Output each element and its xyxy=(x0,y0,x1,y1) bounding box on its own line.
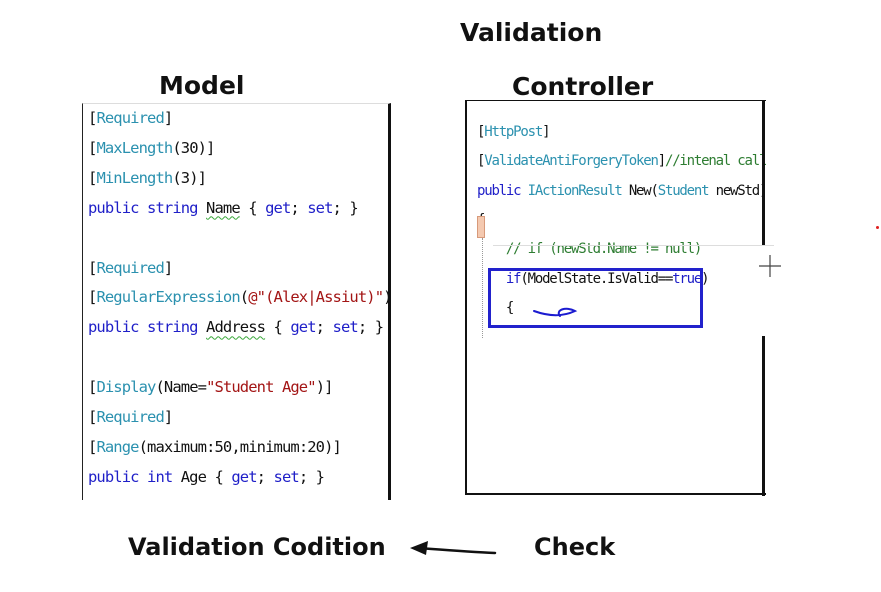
code-token: ] xyxy=(163,408,173,426)
code-token: [ xyxy=(88,408,97,426)
code-line: if(ModelState.IsValid==true) xyxy=(477,270,710,287)
code-line: [MinLength(3)] xyxy=(88,168,207,187)
code-token: [ xyxy=(88,168,97,187)
code-token: get xyxy=(290,318,316,337)
code-token: //intenal calling o xyxy=(664,153,766,170)
code-token: New( xyxy=(621,182,659,199)
code-token: Required xyxy=(96,408,164,426)
code-token: newStd) xyxy=(708,182,766,199)
editor-gutter-line xyxy=(482,238,484,338)
code-token: IActionResult xyxy=(527,182,623,199)
editor-guide-line xyxy=(493,245,774,246)
check-to-condition-arrow-icon xyxy=(416,546,497,555)
code-line: [Display(Name="Student Age")] xyxy=(88,378,333,396)
code-token: ] xyxy=(542,124,550,140)
code-token: (30)] xyxy=(172,138,215,157)
code-token: public string xyxy=(88,198,207,217)
code-line: [Required] xyxy=(88,408,173,426)
arrow-head-icon xyxy=(410,541,428,555)
code-line: [RegularExpression(@"(Alex|Assiut)")] xyxy=(88,288,391,307)
code-token: [ xyxy=(477,153,485,170)
code-token: ] xyxy=(163,258,173,277)
code-token: ; xyxy=(315,318,333,337)
validation-condition-label: Validation Codition xyxy=(128,533,386,561)
code-token: get xyxy=(231,467,257,486)
code-token: { xyxy=(239,198,266,217)
modelstate-highlight-box xyxy=(488,268,703,328)
code-token: ] xyxy=(657,153,666,170)
code-token: ] xyxy=(163,109,173,127)
red-dot xyxy=(876,226,879,229)
code-line: { xyxy=(477,299,514,316)
code-token: (3)] xyxy=(172,168,207,187)
code-token: public string xyxy=(88,318,207,337)
controller-heading: Controller xyxy=(512,72,654,101)
code-token: if xyxy=(505,270,522,287)
code-token: Range xyxy=(96,437,139,456)
code-line: [Required] xyxy=(88,258,173,277)
code-line: // if (newStd.Name != null) xyxy=(477,241,702,258)
code-token: (ModelState.IsValid== xyxy=(520,270,673,287)
code-token: ; } xyxy=(332,198,359,217)
code-token: Age xyxy=(180,467,207,486)
code-token: Name xyxy=(206,198,241,217)
code-token: [ xyxy=(88,138,97,157)
code-line: [ValidateAntiForgeryToken]//intenal call… xyxy=(477,153,766,169)
code-token: [ xyxy=(88,109,97,127)
code-token: @"(Alex|Assiut)" xyxy=(248,288,384,307)
code-token: set xyxy=(273,467,300,486)
code-token: set xyxy=(307,198,333,217)
code-token: ; } xyxy=(357,318,384,337)
controller-panel-border-bottom xyxy=(762,336,765,496)
code-token: { xyxy=(265,318,291,337)
code-token: // if (newStd.Name != null) xyxy=(477,241,702,258)
code-token: [ xyxy=(88,378,97,397)
code-line: public string Address { get; set; } xyxy=(88,318,384,337)
code-token: ; xyxy=(256,467,274,486)
code-token: ( xyxy=(239,288,249,307)
code-token: get xyxy=(265,198,291,217)
code-line: public string Name { get; set; } xyxy=(88,198,359,217)
code-token: )] xyxy=(315,378,334,397)
code-token: Address xyxy=(206,318,266,337)
code-line: public int Age { get; set; } xyxy=(88,467,325,486)
code-token: HttpPost xyxy=(484,124,543,140)
code-line: [HttpPost] xyxy=(477,124,551,140)
controller-panel-border-top xyxy=(762,100,765,245)
code-line: [Required] xyxy=(88,109,173,127)
code-line: [MaxLength(30)] xyxy=(88,139,215,157)
code-token: Required xyxy=(96,109,164,127)
code-token: RegularExpression xyxy=(96,288,240,307)
code-line: public IActionResult New(Student newStd) xyxy=(477,183,766,199)
diagram-title: Validation xyxy=(460,18,603,47)
check-label: Check xyxy=(534,533,616,561)
code-token: public int xyxy=(88,467,181,486)
code-token: [ xyxy=(88,437,97,456)
code-token: ValidateAntiForgeryToken xyxy=(484,153,659,170)
code-token: (maximum:50,minimum:20)] xyxy=(138,437,342,456)
code-token: (Name= xyxy=(155,378,207,397)
code-token: Student xyxy=(657,182,710,199)
code-token: ) xyxy=(701,270,709,287)
code-token: [ xyxy=(88,258,97,277)
code-token: true xyxy=(672,270,702,287)
code-token: "Student Age" xyxy=(206,378,317,397)
code-token: )] xyxy=(383,288,391,307)
code-token: Required xyxy=(96,258,164,277)
code-token: [ xyxy=(88,288,97,307)
code-token: { xyxy=(477,299,514,316)
code-token: set xyxy=(332,318,359,337)
code-token: Display xyxy=(96,378,156,397)
model-code-panel: [Required][MaxLength(30)][MinLength(3)]p… xyxy=(82,103,391,500)
code-token: { xyxy=(206,467,232,486)
code-line: [Range(maximum:50,minimum:20)] xyxy=(88,437,342,456)
code-token: ; xyxy=(290,198,308,217)
code-token: MaxLength xyxy=(96,138,173,157)
brace-highlight xyxy=(477,216,485,238)
code-token: public xyxy=(477,182,528,199)
model-heading: Model xyxy=(159,71,245,100)
code-token: ; } xyxy=(298,467,325,486)
code-token: [ xyxy=(477,124,485,140)
code-token: MinLength xyxy=(96,168,173,187)
